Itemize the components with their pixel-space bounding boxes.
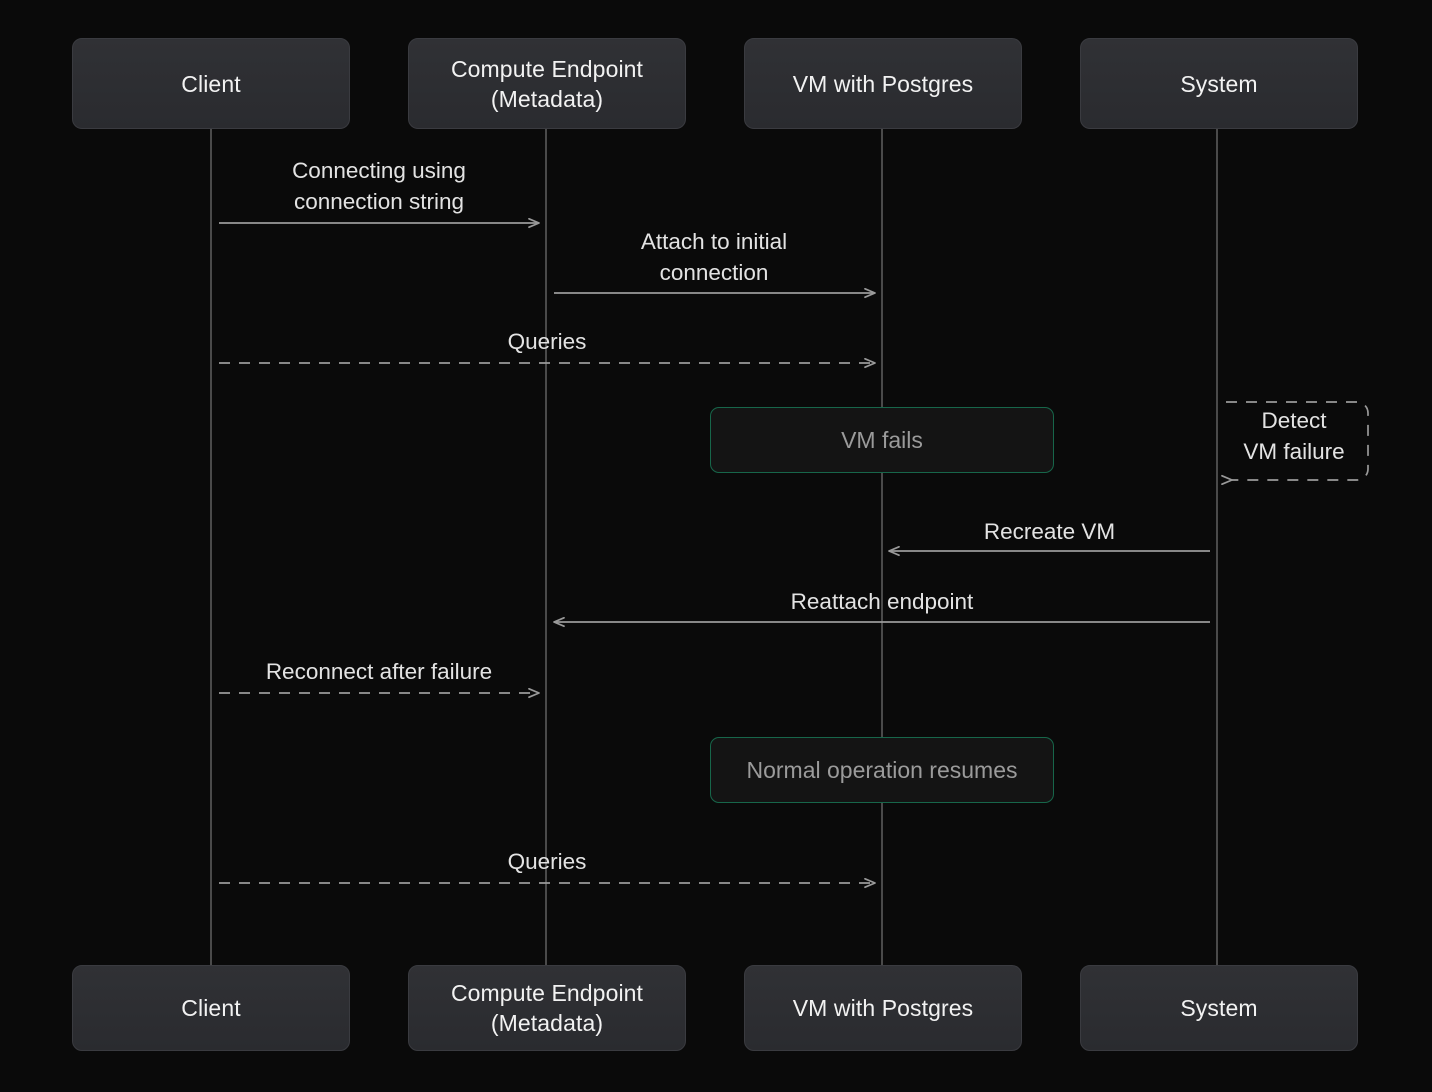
note-normal-operation-resumes: Normal operation resumes xyxy=(710,737,1054,803)
lifelines xyxy=(210,129,1218,966)
participant-box-vm-postgres-bottom[interactable]: VM with Postgres xyxy=(744,965,1022,1051)
note-label-vm-fails: VM fails xyxy=(841,427,923,453)
participant-box-client-bottom[interactable]: Client xyxy=(72,965,350,1051)
participant-label-client-bottom: Client xyxy=(181,995,241,1021)
participant-box-compute-endpoint-bottom[interactable]: Compute Endpoint (Metadata) xyxy=(408,965,686,1051)
participant-label-system-bottom: System xyxy=(1180,995,1258,1021)
participant-label-vm-postgres-top: VM with Postgres xyxy=(792,70,974,97)
participant-label-compute-endpoint-bottom: Compute Endpoint (Metadata) xyxy=(450,980,644,1036)
participant-label-client-top: Client xyxy=(181,70,241,97)
note-vm-fails: VM fails xyxy=(710,407,1054,473)
note-label-normal-operation-resumes: Normal operation resumes xyxy=(746,757,1018,783)
participant-label-system-top: System xyxy=(1180,70,1258,97)
participant-label-compute-endpoint-top: Compute Endpoint (Metadata) xyxy=(450,55,644,112)
participant-box-vm-postgres-top[interactable]: VM with Postgres xyxy=(744,38,1022,129)
participant-label-vm-postgres-bottom: VM with Postgres xyxy=(792,995,974,1021)
participant-box-client-top[interactable]: Client xyxy=(72,38,350,129)
participant-box-system-bottom[interactable]: System xyxy=(1080,965,1358,1051)
participant-box-compute-endpoint-top[interactable]: Compute Endpoint (Metadata) xyxy=(408,38,686,129)
message-label-detect-vm-failure: Detect VM failure xyxy=(1243,408,1345,464)
participant-box-system-top[interactable]: System xyxy=(1080,38,1358,129)
